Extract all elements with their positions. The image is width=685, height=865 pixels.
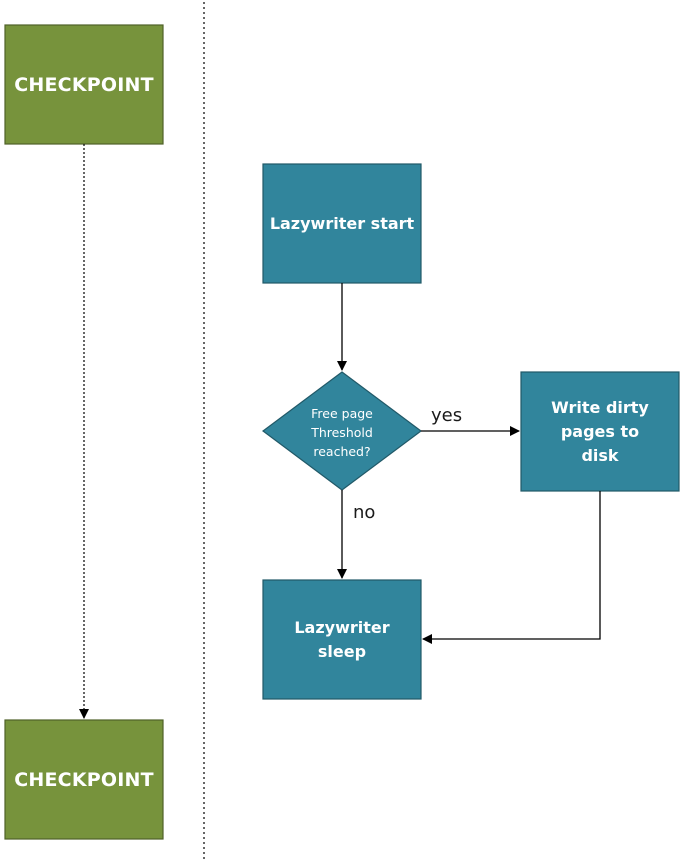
- write-pages-box: [520, 371, 680, 492]
- write-pages-label: Write dirty pages to disk: [551, 397, 649, 465]
- checkpoint-bottom-box: [4, 719, 164, 840]
- checkpoint-top-label: CHECKPOINT: [14, 73, 154, 96]
- no-edge-label: no: [353, 502, 376, 523]
- edge-write-to-sleep: [422, 491, 601, 644]
- lazywriter-sleep-box: [262, 579, 422, 700]
- checkpoint-bottom-label: CHECKPOINT: [14, 768, 154, 791]
- lazywriter-start-label: Lazywriter start: [269, 213, 415, 233]
- checkpoint-top-box: [4, 24, 164, 145]
- decision-label: Free page Threshold reached?: [311, 405, 373, 459]
- yes-edge-label: yes: [431, 405, 463, 426]
- lazywriter-sleep-label: Lazywriter sleep: [294, 617, 390, 661]
